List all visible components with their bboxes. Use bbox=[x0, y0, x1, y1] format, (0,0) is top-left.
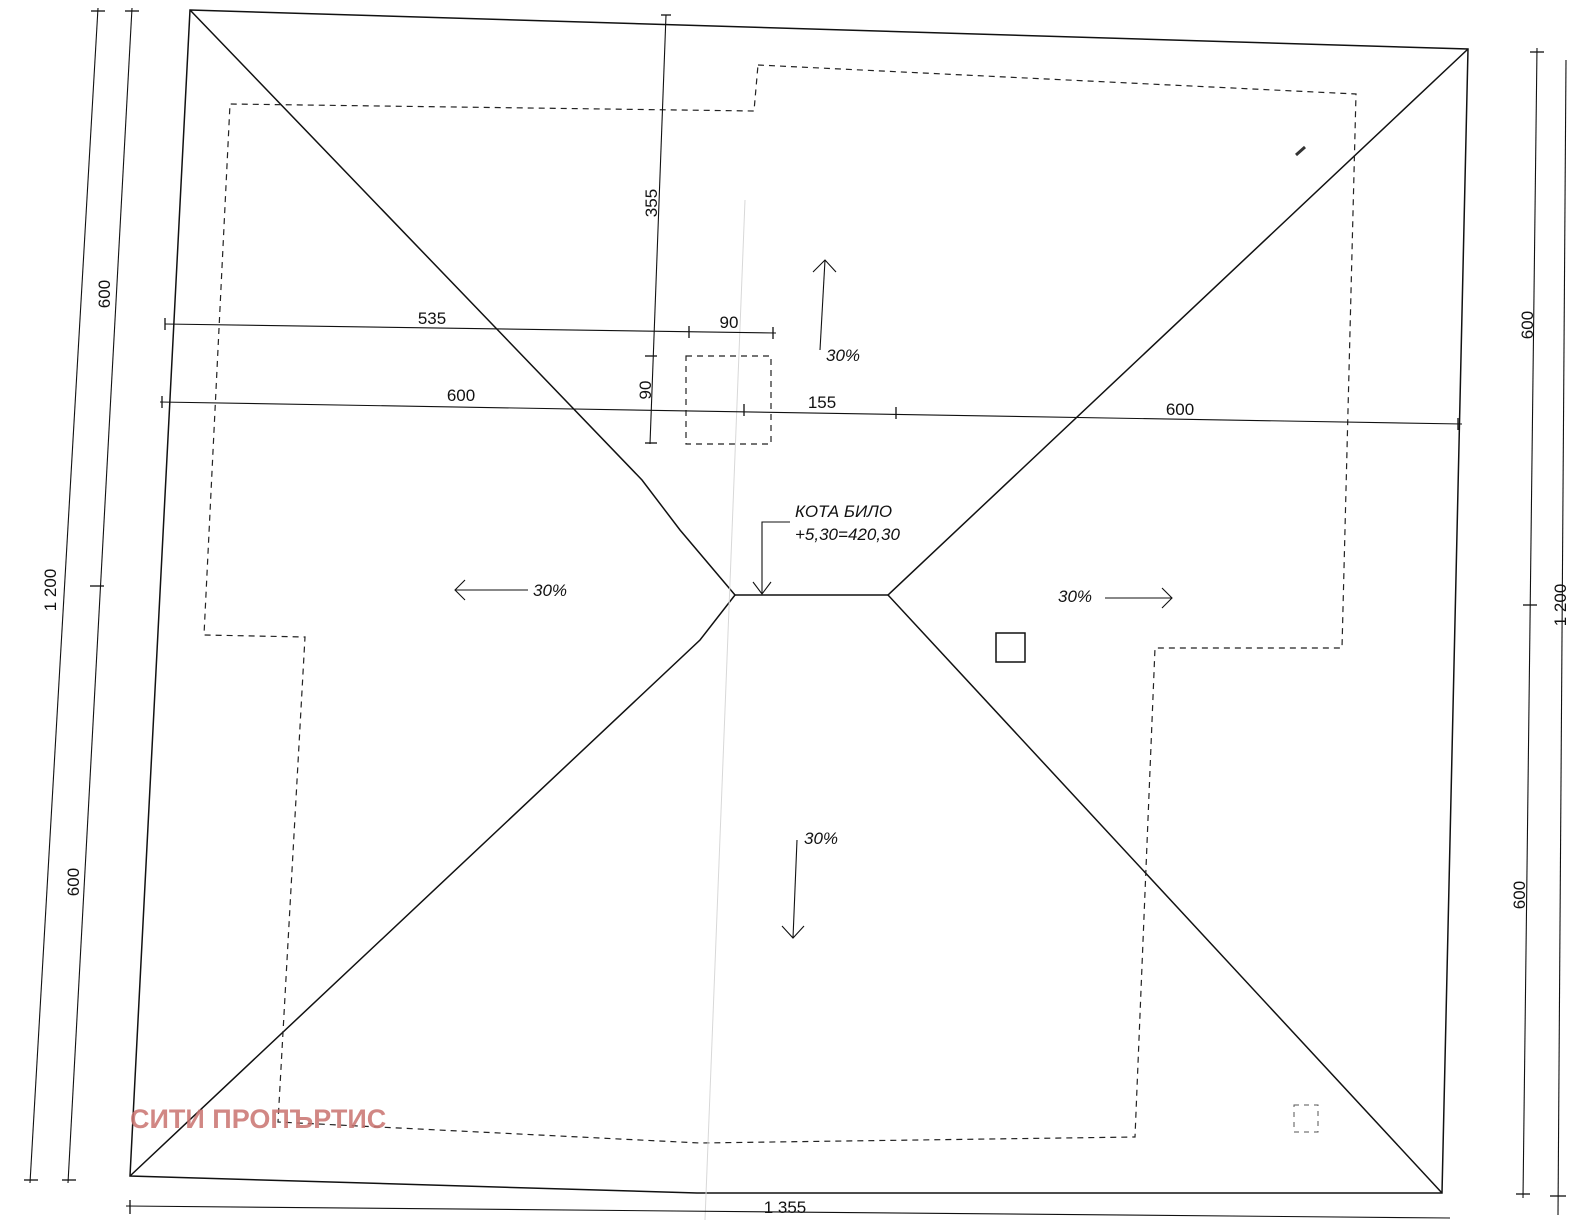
dim-text-left-1200: 1 200 bbox=[41, 569, 60, 612]
slope-label-left: 30% bbox=[533, 581, 567, 600]
dim-text-right-600-upper: 600 bbox=[1518, 311, 1537, 339]
slope-arrow-right bbox=[1105, 587, 1173, 609]
dim-line-right-600-600 bbox=[1522, 47, 1538, 1199]
dim-line-left-1200 bbox=[29, 7, 99, 1184]
watermark-text: СИТИ ПРОПЪРТИС bbox=[130, 1104, 386, 1134]
chimney-opening bbox=[685, 355, 772, 445]
dim-text-600-right: 600 bbox=[1166, 400, 1194, 419]
hip-line-bottom-left bbox=[129, 594, 736, 1177]
dim-text-600-left: 600 bbox=[447, 386, 475, 405]
roof-drain-square bbox=[1293, 1104, 1319, 1133]
roof-outline bbox=[129, 9, 1469, 1194]
slope-arrow-top bbox=[812, 259, 837, 351]
slope-arrow-bottom bbox=[781, 839, 805, 939]
dim-text-535: 535 bbox=[418, 309, 446, 328]
dim-line-right-1200 bbox=[1557, 59, 1567, 1216]
dim-line-535-90 bbox=[164, 323, 777, 334]
ridge-leader-arrow bbox=[752, 521, 790, 595]
slope-label-top: 30% bbox=[826, 346, 860, 365]
hip-line-top-right bbox=[887, 48, 1469, 596]
dim-text-90-horizontal: 90 bbox=[720, 313, 739, 332]
slope-arrow-left bbox=[454, 579, 528, 601]
dim-line-355 bbox=[649, 14, 667, 445]
ridge-title: КОТА БИЛО bbox=[795, 502, 892, 521]
dim-text-155: 155 bbox=[808, 393, 836, 412]
pencil-mark bbox=[1295, 145, 1306, 157]
dim-text-right-600-lower: 600 bbox=[1510, 881, 1529, 909]
dim-text-bottom-1355: 1 355 bbox=[764, 1198, 807, 1217]
hip-line-bottom-right bbox=[887, 594, 1443, 1194]
slope-label-bottom: 30% bbox=[804, 829, 838, 848]
dim-text-right-1200: 1 200 bbox=[1551, 584, 1570, 627]
hip-line-top-left bbox=[189, 9, 736, 596]
dim-text-355: 355 bbox=[642, 189, 661, 217]
ridge-value: +5,30=420,30 bbox=[795, 525, 900, 544]
slope-label-right: 30% bbox=[1058, 587, 1092, 606]
dim-text-left-600-upper: 600 bbox=[95, 280, 114, 308]
dim-text-left-600-lower: 600 bbox=[64, 868, 83, 896]
dim-text-90-vertical: 90 bbox=[636, 381, 655, 400]
paper-fold-line bbox=[704, 199, 746, 1221]
dim-line-600-155-600 bbox=[159, 401, 1463, 425]
roof-vent-square bbox=[995, 632, 1026, 663]
dim-line-bottom-1355 bbox=[125, 1205, 1451, 1219]
wall-outline-dashed bbox=[203, 64, 1357, 1144]
dim-line-left-600-600 bbox=[67, 7, 133, 1184]
